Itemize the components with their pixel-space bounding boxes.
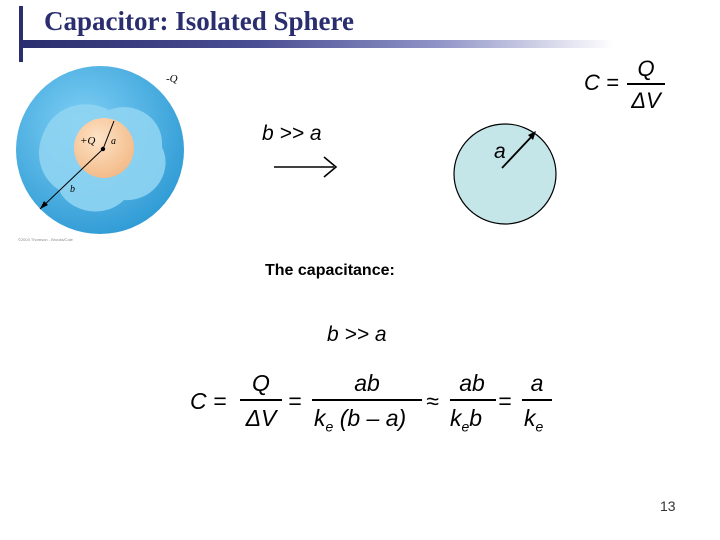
limit-condition-label: b >> a (262, 122, 322, 145)
outer-radius-arrowhead (40, 201, 48, 209)
sphere-radius-line (501, 133, 535, 169)
fraction3-den-b: b (469, 405, 483, 431)
inner-radius-line (102, 120, 115, 150)
formula-equals-2: = (498, 388, 512, 414)
fraction4-den-k: k (524, 405, 536, 431)
slide-title: Capacitor: Isolated Sphere (44, 6, 354, 36)
fraction4-denominator: ke (524, 405, 543, 435)
fraction1-numerator: Q (252, 370, 270, 396)
fraction1-bar (240, 399, 282, 401)
fraction2-den-sub: e (325, 418, 334, 435)
fraction4-den-sub: e (535, 418, 544, 435)
capacitance-caption: The capacitance: (265, 262, 395, 279)
fraction2-den-k: k (314, 405, 326, 431)
fraction3-numerator: ab (459, 370, 485, 396)
label-radius-b: b (70, 184, 75, 195)
outer-radius-line (39, 148, 104, 210)
limit-sphere-figure: a (453, 123, 557, 225)
fraction1-denominator: ΔV (245, 405, 277, 431)
title-accent-vertical-bar (19, 6, 23, 62)
isolated-sphere-figure: -Q +Q a b (16, 66, 184, 234)
label-minus-q: -Q (166, 73, 178, 85)
sphere-radius-label: a (494, 140, 506, 163)
fraction3-denominator: keb (450, 405, 482, 435)
fraction3-bar (450, 399, 496, 401)
fraction3-den-k: k (450, 405, 462, 431)
sphere-radius-arrowhead (528, 131, 536, 140)
formula-top-denominator: ΔV (631, 88, 661, 113)
formula-top-lhs: C = (584, 70, 619, 95)
fraction2-denominator: ke (b – a) (314, 405, 406, 435)
fraction2-numerator: ab (354, 370, 380, 396)
limit-condition-label-2: b >> a (327, 323, 387, 346)
fraction2-bar (312, 399, 422, 401)
formula-top-numerator: Q (637, 56, 655, 81)
label-radius-a: a (111, 136, 116, 147)
fraction4-bar (522, 399, 552, 401)
formula-approx: ≈ (426, 388, 439, 414)
isolated-sphere (453, 123, 557, 225)
page-number: 13 (660, 498, 676, 514)
limit-arrow (274, 156, 338, 178)
label-plus-q: +Q (80, 135, 95, 147)
fraction4-numerator: a (530, 370, 544, 396)
formula-c-equals: C = (190, 388, 227, 414)
figure-copyright: ©2004 Thomson - Brooks/Cole (18, 237, 73, 242)
formula-equals-1: = (288, 388, 302, 414)
title-accent-horizontal-bar (19, 40, 614, 48)
fraction2-den-paren: (b – a) (339, 405, 407, 431)
formula-top-fraction-bar (627, 83, 665, 85)
fraction3-den-sub: e (461, 418, 470, 435)
